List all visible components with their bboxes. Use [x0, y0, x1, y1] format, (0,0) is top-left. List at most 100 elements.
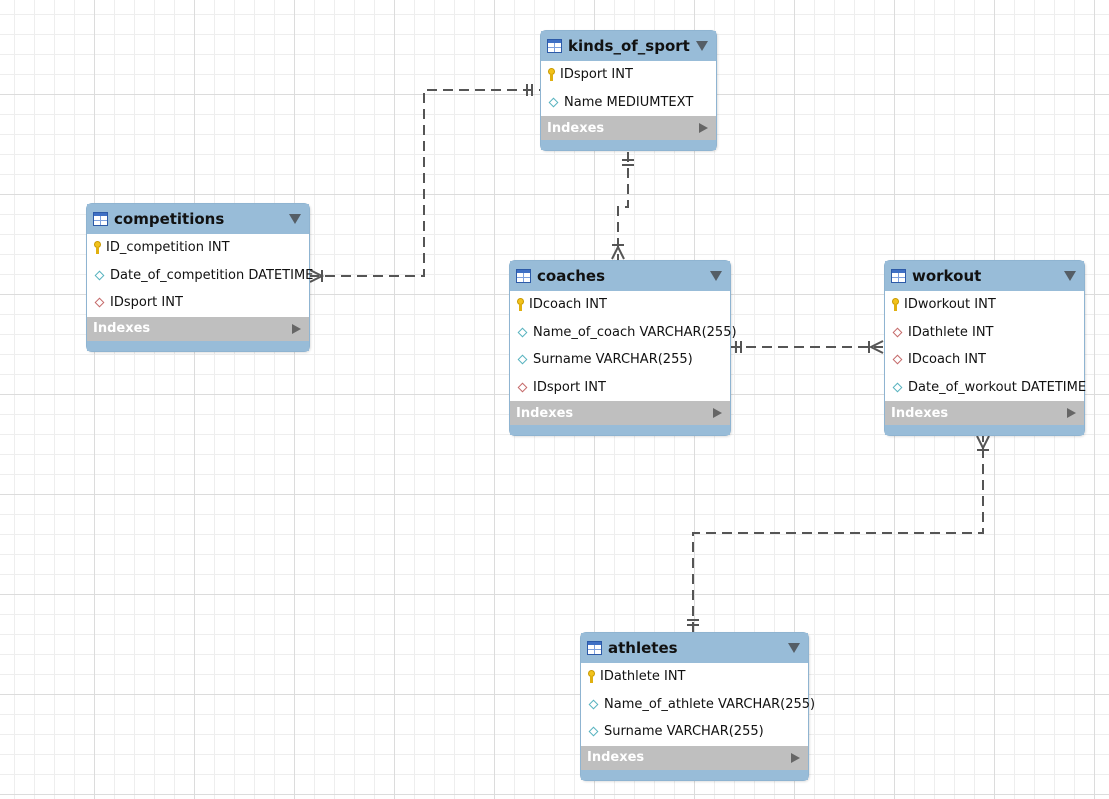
column-label: Name_of_athlete VARCHAR(255)	[604, 696, 816, 712]
entity-kinds-of-sport[interactable]: kinds_of_sport IDsport INT Name MEDIUMTE…	[540, 30, 717, 151]
column-row[interactable]: IDsport INT	[87, 289, 309, 317]
indexes-label: Indexes	[891, 405, 949, 421]
expand-arrow-icon[interactable]	[699, 123, 708, 133]
indexes-section[interactable]: Indexes	[541, 116, 716, 140]
column-label: Surname VARCHAR(255)	[604, 724, 764, 740]
indexes-label: Indexes	[547, 120, 605, 136]
diamond-icon	[588, 726, 599, 737]
column-label: IDcoach INT	[529, 297, 607, 313]
indexes-label: Indexes	[93, 321, 151, 336]
column-label: Name MEDIUMTEXT	[564, 94, 694, 110]
key-icon	[93, 240, 102, 255]
entity-name: coaches	[537, 267, 605, 285]
column-row[interactable]: IDsport INT	[510, 374, 730, 402]
column-label: IDcoach INT	[908, 352, 986, 368]
foreign-key-diamond-icon	[892, 327, 903, 338]
column-label: IDsport INT	[110, 295, 183, 311]
entity-footer	[87, 340, 309, 351]
collapse-arrow-icon[interactable]	[289, 214, 301, 224]
indexes-section[interactable]: Indexes	[581, 745, 808, 770]
indexes-section[interactable]: Indexes	[510, 401, 730, 425]
collapse-arrow-icon[interactable]	[696, 41, 708, 51]
key-icon	[516, 297, 525, 312]
entity-athletes[interactable]: athletes IDathlete INT Name_of_athlete V…	[580, 632, 815, 781]
indexes-label: Indexes	[587, 750, 645, 765]
table-icon	[516, 269, 531, 283]
column-label: IDathlete INT	[600, 669, 686, 685]
entity-header[interactable]: competitions	[87, 204, 309, 234]
entity-competitions[interactable]: competitions ID_competition INT Date_of_…	[86, 203, 313, 352]
column-label: Name_of_coach VARCHAR(255)	[533, 324, 737, 340]
key-icon	[587, 669, 596, 684]
diamond-icon	[94, 270, 105, 281]
table-icon	[547, 39, 562, 53]
entity-footer	[541, 140, 716, 150]
column-label: ID_competition INT	[106, 240, 230, 256]
link-athletes-workout	[692, 435, 984, 632]
diamond-icon	[892, 382, 903, 393]
diamond-icon	[517, 327, 528, 338]
entity-coaches[interactable]: coaches IDcoach INT Name_of_coach VARCHA…	[509, 260, 737, 436]
cardinality-one-kinds-of-sport-left	[526, 84, 533, 96]
entity-name: kinds_of_sport	[568, 37, 690, 55]
column-row[interactable]: ID_competition INT	[87, 234, 309, 262]
table-icon	[93, 212, 108, 226]
entity-header[interactable]: athletes	[581, 633, 808, 663]
column-row[interactable]: IDcoach INT	[510, 291, 730, 319]
table-icon	[891, 269, 906, 283]
indexes-label: Indexes	[516, 405, 574, 421]
column-row[interactable]: Name MEDIUMTEXT	[541, 89, 716, 117]
cardinality-one-athletes-top	[687, 619, 699, 626]
column-row[interactable]: Name_of_athlete VARCHAR(255)	[581, 691, 815, 719]
collapse-arrow-icon[interactable]	[1064, 271, 1076, 281]
entity-name: competitions	[114, 210, 225, 228]
cardinality-many-workout-bottom	[976, 435, 990, 451]
indexes-section[interactable]: Indexes	[87, 316, 309, 341]
column-row[interactable]: Name_of_coach VARCHAR(255)	[510, 319, 737, 347]
cardinality-many-workout-left	[868, 340, 884, 354]
column-row[interactable]: IDworkout INT	[885, 291, 1084, 319]
key-icon	[891, 297, 900, 312]
entity-header[interactable]: workout	[885, 261, 1084, 291]
collapse-arrow-icon[interactable]	[710, 271, 722, 281]
entity-header[interactable]: coaches	[510, 261, 730, 291]
entity-footer	[510, 425, 730, 435]
foreign-key-diamond-icon	[892, 354, 903, 365]
diamond-icon	[588, 699, 599, 710]
entity-name: workout	[912, 267, 982, 285]
column-label: IDworkout INT	[904, 297, 996, 313]
entity-workout[interactable]: workout IDworkout INT IDathlete INT IDco…	[884, 260, 1087, 436]
key-icon	[547, 67, 556, 82]
column-row[interactable]: Surname VARCHAR(255)	[510, 346, 730, 374]
column-row[interactable]: IDathlete INT	[581, 663, 808, 691]
indexes-section[interactable]: Indexes	[885, 401, 1084, 425]
link-kinds-of-sport-coaches	[617, 152, 629, 260]
entity-footer	[885, 425, 1084, 435]
column-label: IDsport INT	[560, 67, 633, 83]
column-row[interactable]: IDsport INT	[541, 61, 716, 89]
expand-arrow-icon[interactable]	[713, 408, 722, 418]
cardinality-many-coaches-top	[611, 244, 625, 260]
column-label: Surname VARCHAR(255)	[533, 352, 693, 368]
column-row[interactable]: Date_of_competition DATETIME	[87, 262, 313, 290]
collapse-arrow-icon[interactable]	[788, 643, 800, 653]
expand-arrow-icon[interactable]	[791, 752, 800, 763]
entity-name: athletes	[608, 639, 678, 657]
column-row[interactable]: IDcoach INT	[885, 346, 1084, 374]
column-row[interactable]: Surname VARCHAR(255)	[581, 718, 808, 746]
column-row[interactable]: IDathlete INT	[885, 319, 1084, 347]
column-label: IDathlete INT	[908, 324, 994, 340]
column-label: IDsport INT	[533, 379, 606, 395]
entity-header[interactable]: kinds_of_sport	[541, 31, 716, 61]
link-kinds-of-sport-competitions	[309, 89, 540, 277]
expand-arrow-icon[interactable]	[1067, 408, 1076, 418]
foreign-key-diamond-icon	[517, 382, 528, 393]
column-label: Date_of_workout DATETIME	[908, 379, 1087, 395]
cardinality-one-coaches-right	[735, 341, 742, 353]
cardinality-one-kinds-of-sport-bottom	[622, 159, 634, 166]
expand-arrow-icon[interactable]	[292, 323, 301, 334]
column-label: Date_of_competition DATETIME	[110, 267, 314, 283]
column-row[interactable]: Date_of_workout DATETIME	[885, 374, 1087, 402]
entity-footer	[581, 769, 808, 780]
